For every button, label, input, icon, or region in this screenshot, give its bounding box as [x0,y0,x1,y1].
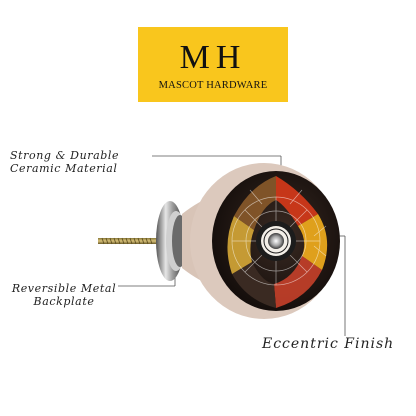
callout-backplate: Reversible Metal Backplate [10,282,118,308]
callout-material: Strong & Durable Ceramic Material [10,149,119,175]
brand-name: MASCOT HARDWARE [158,80,268,91]
brand-logo: MH MASCOT HARDWARE [138,27,288,102]
center-screw-icon [268,233,284,249]
callout-finish: Eccentric Finish [262,336,395,352]
ceramic-knob-icon [190,163,340,319]
screw-icon [98,237,158,245]
callout-backplate-line2: Backplate [33,295,95,308]
callout-material-line1: Strong & Durable [10,149,120,162]
brand-mark: MH [179,39,247,76]
callout-material-line2: Ceramic Material [10,162,118,175]
callout-backplate-line1: Reversible Metal [11,282,117,295]
